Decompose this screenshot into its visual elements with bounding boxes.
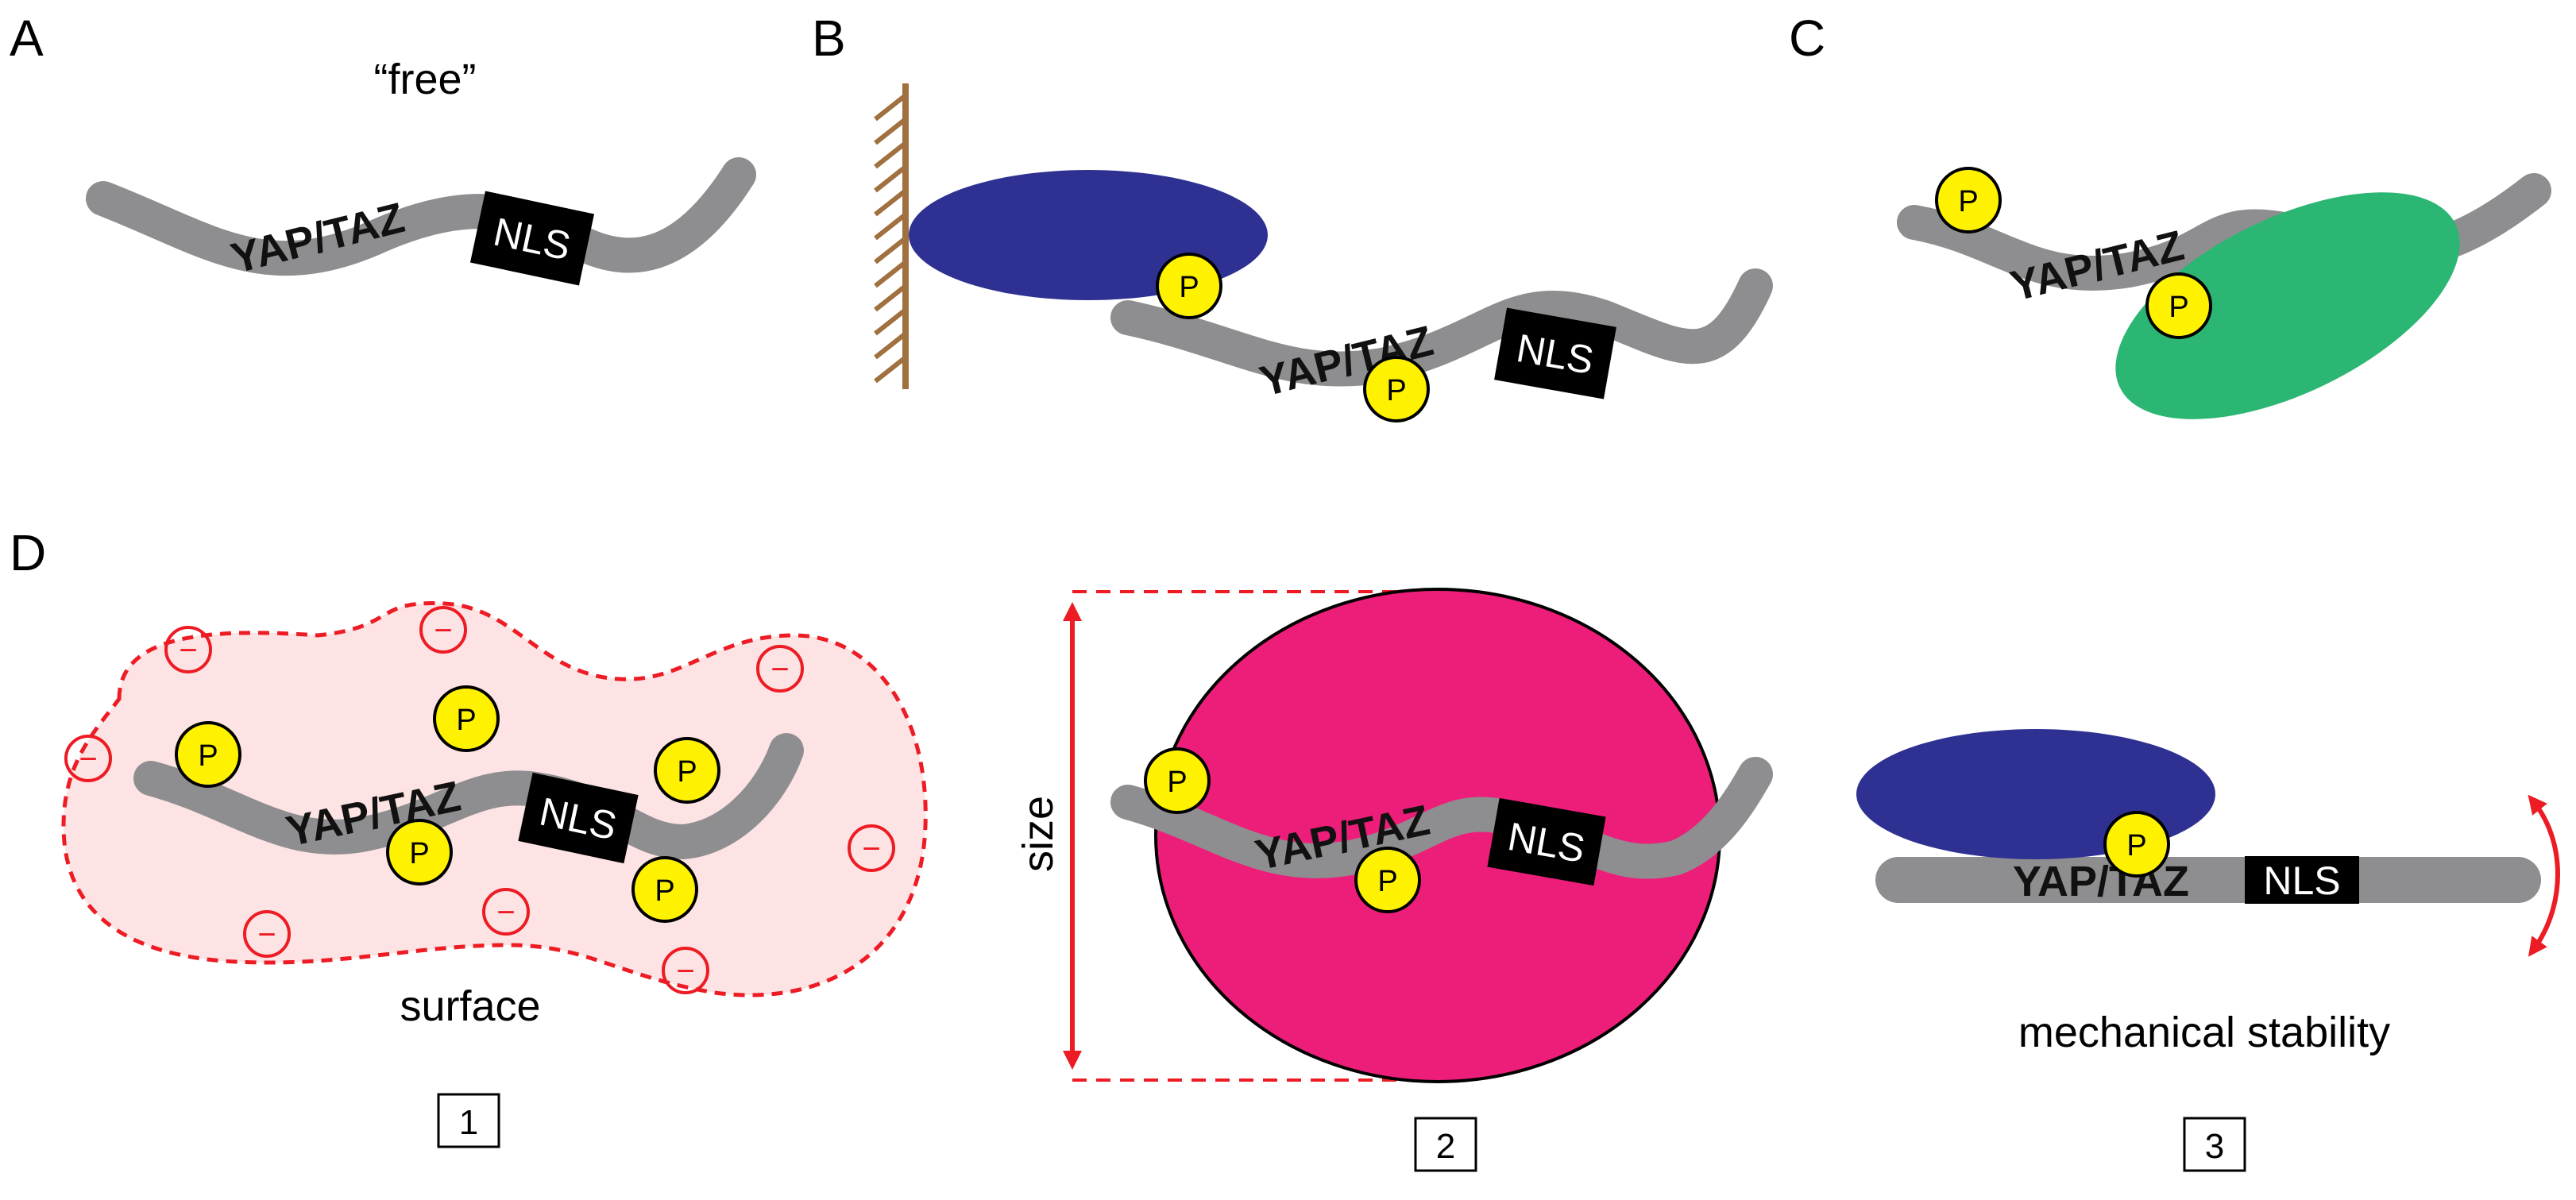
svg-text:−: − xyxy=(496,895,515,930)
panel-c-letter: C xyxy=(1789,10,1825,67)
svg-text:−: − xyxy=(434,613,452,648)
binding-partner-green xyxy=(2115,192,2460,419)
svg-text:−: − xyxy=(257,917,276,952)
panel-a-letter: A xyxy=(10,10,44,67)
negative-charge: − xyxy=(243,910,291,958)
panel-d3-caption: mechanical stability xyxy=(2018,1009,2390,1056)
panel-d3-number-box xyxy=(2183,1117,2246,1172)
panel-b-letter: B xyxy=(812,10,846,67)
phospho-site: P xyxy=(1935,167,2002,233)
nls-label: NLS xyxy=(2263,859,2340,903)
svg-text:−: − xyxy=(862,832,880,866)
svg-text:−: − xyxy=(79,742,97,777)
negative-charge: − xyxy=(482,888,530,936)
svg-text:P: P xyxy=(198,739,218,773)
yap-taz-chain xyxy=(86,157,756,276)
phospho-site: P xyxy=(1363,356,1430,423)
negative-charge: − xyxy=(756,645,804,693)
svg-text:P: P xyxy=(2169,291,2188,324)
svg-text:−: − xyxy=(676,954,694,989)
nls-box: NLS xyxy=(469,191,595,286)
phospho-site: P xyxy=(386,819,453,886)
negative-charge: − xyxy=(848,824,895,872)
panel-d1-number-box xyxy=(437,1093,500,1148)
svg-text:P: P xyxy=(677,755,697,789)
phospho-site: P xyxy=(654,737,720,804)
phospho-site: P xyxy=(175,721,241,788)
svg-text:P: P xyxy=(1377,865,1397,898)
phospho-site: P xyxy=(631,856,698,923)
size-label: size xyxy=(1014,796,1062,872)
negative-charge: − xyxy=(64,735,112,782)
bend-arrow xyxy=(2528,794,2560,957)
yap-taz-chain xyxy=(1110,268,1773,387)
panel-d3-number: 3 xyxy=(2205,1127,2224,1166)
svg-text:size: size xyxy=(1014,796,1062,872)
svg-text:P: P xyxy=(2126,829,2146,862)
yap-taz-chain xyxy=(133,733,804,860)
phospho-site: P xyxy=(1156,253,1222,319)
svg-text:P: P xyxy=(456,704,476,737)
svg-text:P: P xyxy=(1179,271,1199,304)
panel-d: D YAP/TAZ NLS P P P P P − − − − − − − − xyxy=(10,524,2560,1172)
phospho-site: P xyxy=(1354,847,1421,913)
phospho-site: P xyxy=(433,685,500,752)
svg-text:P: P xyxy=(409,837,429,870)
nls-box xyxy=(2245,856,2359,904)
nls-box: NLS xyxy=(518,772,639,864)
yap-taz-chain xyxy=(1110,757,1773,879)
negative-charge: − xyxy=(662,947,709,994)
negative-charge: − xyxy=(164,626,212,673)
anchor-wall xyxy=(874,83,909,389)
panel-d3-mechanical-stability: YAP/TAZ NLS P mechanical stability 3 xyxy=(1856,729,2560,1172)
svg-text:P: P xyxy=(655,874,674,908)
svg-text:P: P xyxy=(1386,374,1406,407)
svg-text:−: − xyxy=(770,652,789,687)
panel-d1-surface: YAP/TAZ NLS P P P P P − − − − − − − − su… xyxy=(61,601,928,1148)
panel-a-caption: “free” xyxy=(373,56,476,103)
panel-d2-number: 2 xyxy=(1436,1127,1455,1166)
panel-a: A “free” YAP/TAZ NLS xyxy=(10,10,756,286)
phospho-site: P xyxy=(2145,272,2212,339)
panel-c: C YAP/TAZ P P xyxy=(1789,10,2551,419)
svg-text:P: P xyxy=(1167,766,1187,799)
phospho-site: P xyxy=(2103,811,2170,878)
panel-d1-number: 1 xyxy=(459,1103,478,1142)
panel-d-letter: D xyxy=(10,524,46,581)
panel-d2-number-box xyxy=(1414,1117,1477,1172)
panel-d1-caption: surface xyxy=(400,982,540,1030)
panel-d2-size: size YAP/TAZ NLS P P 2 xyxy=(1014,588,1773,1172)
phospho-site: P xyxy=(1144,747,1211,814)
svg-text:−: − xyxy=(179,633,197,668)
nls-box: NLS xyxy=(1487,797,1606,886)
nls-box: NLS xyxy=(1494,307,1616,399)
svg-text:P: P xyxy=(1958,185,1978,218)
negative-charge: − xyxy=(419,606,467,654)
panel-b: B YAP/TAZ NL xyxy=(812,10,1773,423)
